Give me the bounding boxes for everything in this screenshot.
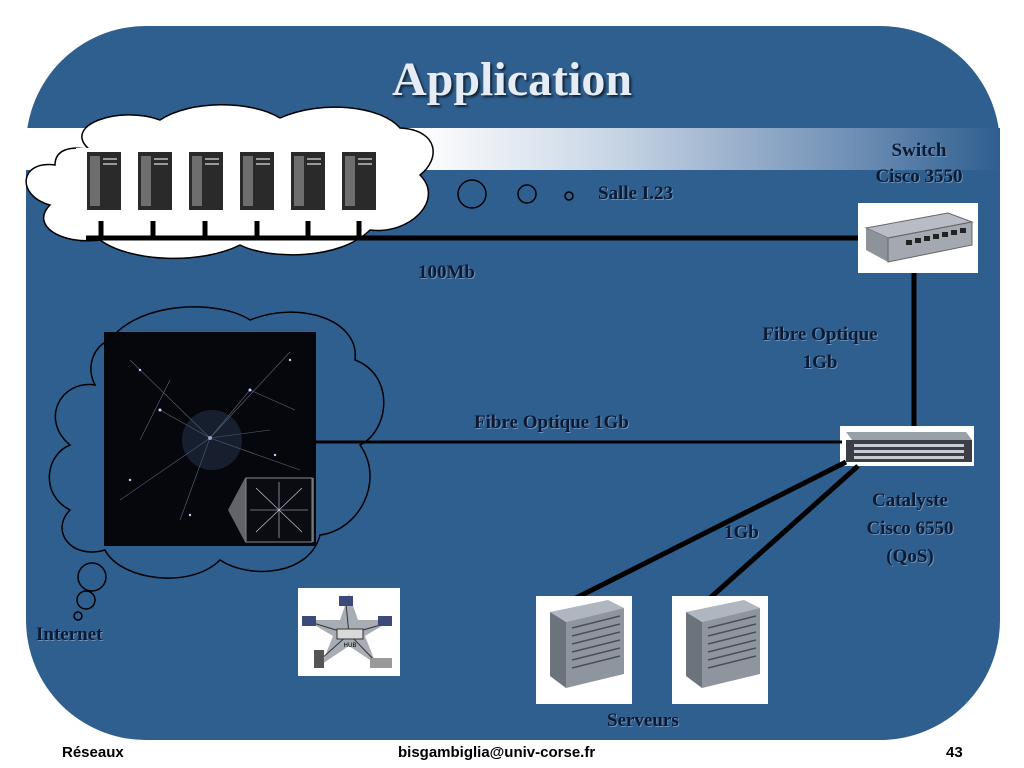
label-fibre-internet: Fibre Optique 1Gb	[474, 412, 629, 433]
label-fibre-vertical-line2: 1Gb	[802, 352, 838, 373]
label-link-100mb: 100Mb	[418, 262, 475, 283]
server-icon	[672, 596, 768, 704]
label-catalyst-line1: Catalyste	[872, 490, 948, 511]
label-switch-line1: Switch	[891, 140, 947, 161]
classroom-cloud	[25, 104, 434, 260]
thought-bubbles	[457, 179, 574, 209]
footer-left: Réseaux	[62, 744, 124, 761]
pc-tower-icon	[138, 152, 172, 210]
server-icon	[536, 596, 632, 704]
switch-icon	[858, 203, 978, 273]
hub-label: HUB	[343, 642, 356, 649]
link-100mb	[86, 221, 864, 241]
slide-title: Application	[391, 53, 633, 106]
link-server-2	[708, 464, 860, 600]
label-catalyst-line3: (QoS)	[886, 546, 934, 567]
link-server-1	[570, 459, 848, 603]
pc-tower-icon	[291, 152, 325, 210]
label-catalyst-line2: Cisco 6550	[866, 518, 954, 539]
pc-tower-icon	[342, 152, 376, 210]
label-salle: Salle I.23	[598, 183, 673, 204]
pc-tower-icon	[87, 152, 121, 210]
label-fibre-vertical-line1: Fibre Optique	[762, 324, 878, 345]
footer-page-number: 43	[946, 744, 963, 761]
label-link-1gb: 1Gb	[724, 522, 759, 543]
catalyst-icon	[840, 426, 974, 466]
hub-network-image: HUB	[298, 588, 400, 676]
label-serveurs: Serveurs	[607, 710, 679, 731]
pc-tower-icon	[240, 152, 274, 210]
classroom-computers	[87, 152, 376, 210]
internet-map-image	[104, 332, 316, 546]
footer-center: bisgambiglia@univ-corse.fr	[398, 744, 596, 761]
pc-tower-icon	[189, 152, 223, 210]
label-switch-line2: Cisco 3550	[875, 166, 963, 187]
label-internet: Internet	[36, 624, 103, 645]
